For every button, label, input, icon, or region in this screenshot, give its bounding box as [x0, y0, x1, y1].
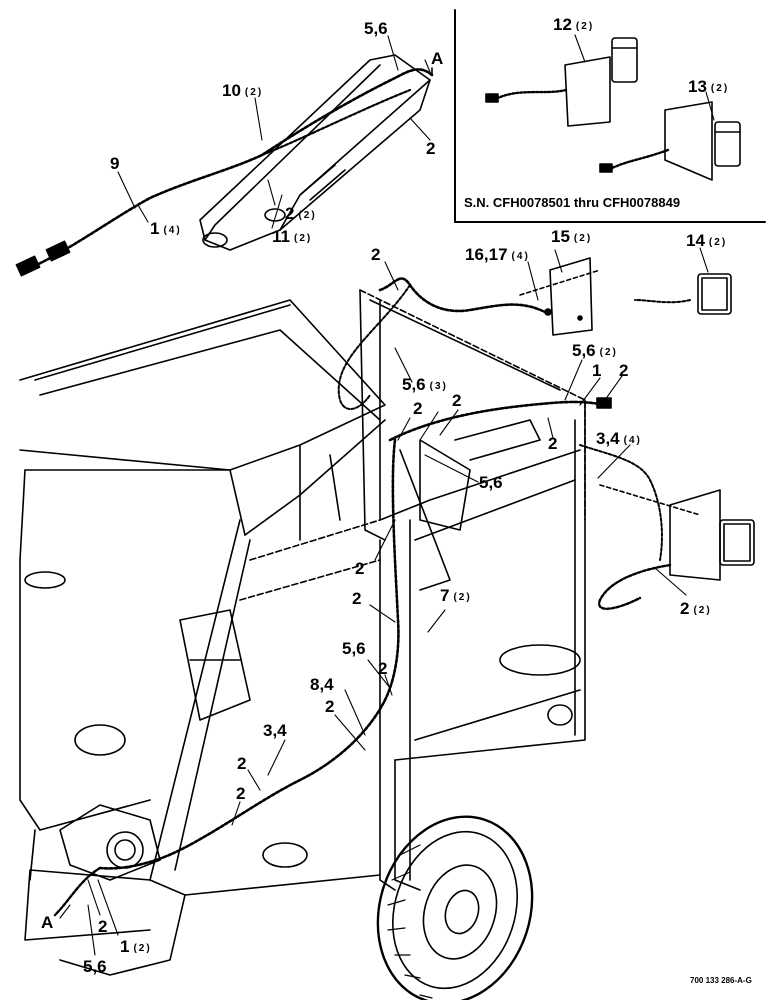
- callout-1-right: 1: [592, 361, 602, 380]
- callout-7: 7(2): [440, 586, 472, 605]
- leader-lines: [59, 34, 715, 956]
- inset-lamp-bracket-12: [485, 37, 638, 127]
- lamp-bracket-15: [519, 257, 601, 336]
- callout-2-tongue: 2: [426, 139, 436, 158]
- tongue-assembly: [199, 54, 431, 251]
- callout-12: 12(2): [553, 15, 595, 34]
- callout-2-i: 2: [236, 784, 246, 803]
- drawing-number: 700 133 286-A-G: [690, 976, 752, 985]
- callout-2-e: 2: [352, 589, 362, 608]
- baler-body: [19, 289, 586, 976]
- serial-range-caption: S.N. CFH0078501 thru CFH0078849: [464, 195, 681, 210]
- tongue-harness: [15, 67, 434, 277]
- callout-15: 15(2): [551, 227, 593, 246]
- callout-5-6-top: 5,6: [364, 19, 388, 38]
- inset-frame: [454, 9, 766, 223]
- callout-16-17: 16,17(4): [465, 245, 530, 264]
- callout-1-qty2-bottom: 1(2): [120, 937, 152, 956]
- callout-2-d: 2: [355, 559, 365, 578]
- callout-10: 10(2): [222, 81, 264, 100]
- callout-8-4: 8,4: [310, 675, 334, 694]
- callout-2-bottom: 2: [98, 917, 108, 936]
- callout-5-6-mid: 5,6: [479, 473, 503, 492]
- inset-lamp-bracket-13: [599, 101, 741, 181]
- callout-5-6-qty2: 5,6(2): [572, 341, 618, 360]
- callout-5-6-qty3: 5,6(3): [402, 375, 448, 394]
- callout-11: 11(2): [272, 227, 313, 246]
- callout-2-right: 2: [619, 361, 629, 380]
- callout-2-f: 2: [378, 659, 388, 678]
- callout-5-6-bottom: 5,6: [83, 957, 107, 976]
- callout-2-qty2-lamp: 2(2): [680, 599, 712, 618]
- callout-3-4-qty4: 3,4(4): [596, 429, 642, 448]
- callout-14: 14(2): [686, 231, 728, 250]
- lamp-14: [634, 273, 732, 315]
- callout-2-c: 2: [548, 434, 558, 453]
- callout-2-g: 2: [325, 697, 335, 716]
- wheel: [376, 815, 534, 1000]
- callout-a-top: A: [431, 49, 444, 68]
- callout-a-bottom: A: [41, 913, 54, 932]
- callout-1-tongue: 1(4): [150, 219, 182, 238]
- callout-13: 13(2): [688, 77, 730, 96]
- callout-2-h: 2: [237, 754, 247, 773]
- lamp-rear-right: [597, 484, 755, 610]
- callout-3-4: 3,4: [263, 721, 287, 740]
- callout-9: 9: [110, 154, 120, 173]
- callout-2-a: 2: [413, 399, 423, 418]
- callout-2-b: 2: [452, 391, 462, 410]
- callout-5-6-low: 5,6: [342, 639, 366, 658]
- callout-2-qty2-tongue: 2(2): [285, 204, 317, 223]
- main-harness: [53, 277, 663, 917]
- callout-2-top: 2: [371, 245, 381, 264]
